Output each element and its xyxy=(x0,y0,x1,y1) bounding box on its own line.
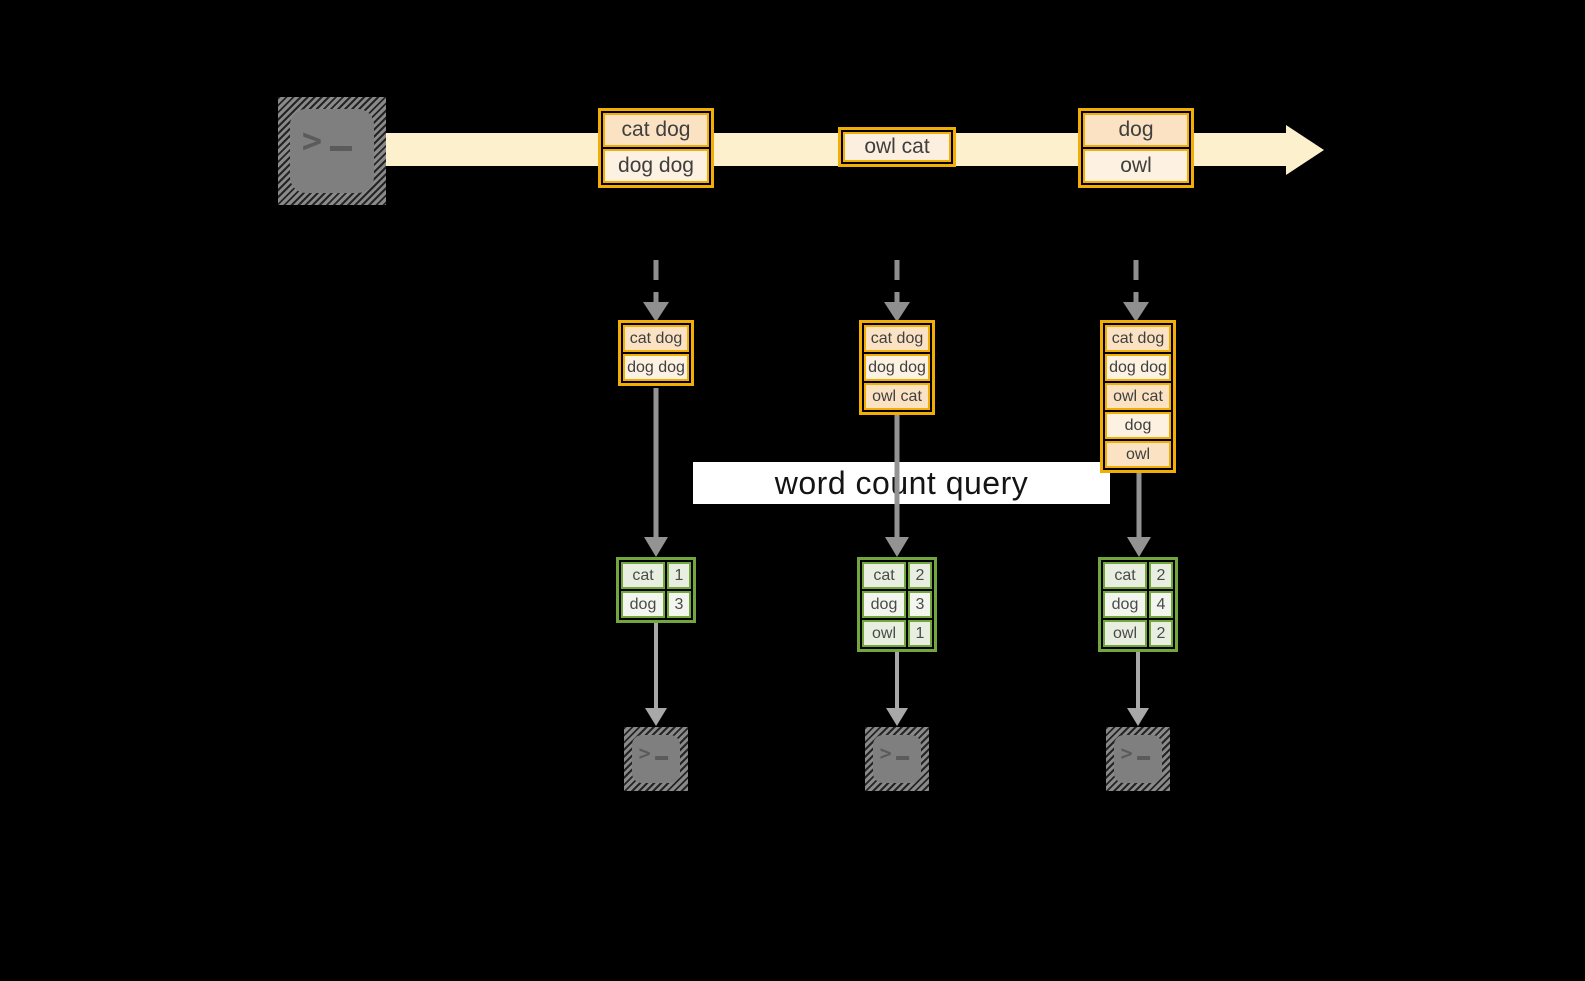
terminal-screen: > xyxy=(873,735,921,783)
arrow-head-icon xyxy=(1123,302,1149,322)
arrow-shaft xyxy=(1133,260,1139,302)
word-cell: cat xyxy=(621,562,665,589)
arrow-shaft xyxy=(894,260,900,302)
arrow-head-icon xyxy=(643,302,669,322)
stream-batch-1: cat dog dog dog xyxy=(598,108,714,188)
state-line: cat dog xyxy=(864,325,930,352)
query-arrow-3 xyxy=(1126,473,1152,557)
result-table-1: cat 1 dog 3 xyxy=(616,557,696,623)
state-line: dog dog xyxy=(864,354,930,381)
arrow-shaft xyxy=(1136,473,1142,537)
word-cell: dog xyxy=(1103,591,1147,618)
prompt-chevron-icon: > xyxy=(879,741,892,765)
stream-batch-line: owl cat xyxy=(843,132,951,162)
state-line: owl cat xyxy=(864,383,930,410)
microbatch-arrow-2 xyxy=(884,260,910,322)
prompt-underscore-icon xyxy=(895,755,909,760)
word-cell: dog xyxy=(621,591,665,618)
arrow-head-icon xyxy=(1127,537,1151,557)
count-cell: 2 xyxy=(1149,620,1173,647)
terminal-prompt-icon: > xyxy=(880,741,909,765)
arrow-shaft xyxy=(653,388,659,537)
stream-batch-3: dog owl xyxy=(1078,108,1194,188)
state-box-3: cat dog dog dog owl cat dog owl xyxy=(1100,320,1176,473)
result-table-3: cat 2 dog 4 owl 2 xyxy=(1098,557,1178,652)
arrow-head-icon xyxy=(645,708,667,726)
count-cell: 2 xyxy=(1149,562,1173,589)
count-cell: 3 xyxy=(667,591,691,618)
stream-batch-line: cat dog xyxy=(603,113,709,147)
count-cell: 2 xyxy=(908,562,932,589)
prompt-underscore-icon xyxy=(1136,755,1150,760)
count-cell: 1 xyxy=(667,562,691,589)
arrow-shaft xyxy=(653,260,659,302)
prompt-chevron-icon: > xyxy=(638,741,651,765)
arrow-head-icon xyxy=(1127,708,1149,726)
sink-terminal-icon-3: > xyxy=(1106,727,1170,791)
arrow-head-icon xyxy=(644,537,668,557)
terminal-prompt-icon: > xyxy=(301,121,353,161)
state-line: owl cat xyxy=(1105,383,1171,410)
arrow-shaft xyxy=(654,623,658,708)
sink-arrow-3 xyxy=(1125,652,1151,726)
terminal-prompt-icon: > xyxy=(1121,741,1150,765)
count-cell: 4 xyxy=(1149,591,1173,618)
prompt-chevron-icon: > xyxy=(301,121,323,161)
sink-arrow-2 xyxy=(884,652,910,726)
microbatch-arrow-3 xyxy=(1123,260,1149,322)
terminal-screen: > xyxy=(1114,735,1162,783)
count-cell: 1 xyxy=(908,620,932,647)
sink-terminal-icon-2: > xyxy=(865,727,929,791)
sink-terminal-icon-1: > xyxy=(624,727,688,791)
terminal-prompt-icon: > xyxy=(639,741,668,765)
state-line: dog dog xyxy=(1105,354,1171,381)
microbatch-arrow-1 xyxy=(643,260,669,322)
result-table-2: cat 2 dog 3 owl 1 xyxy=(857,557,937,652)
stream-batch-line: owl xyxy=(1083,149,1189,183)
arrow-head-icon xyxy=(885,537,909,557)
prompt-underscore-icon xyxy=(654,755,668,760)
stream-batch-2: owl cat xyxy=(838,127,956,167)
word-cell: dog xyxy=(862,591,906,618)
word-cell: owl xyxy=(862,620,906,647)
query-arrow-2 xyxy=(884,415,910,557)
prompt-chevron-icon: > xyxy=(1120,741,1133,765)
arrow-head-icon xyxy=(886,708,908,726)
stream-batch-line: dog dog xyxy=(603,149,709,183)
word-cell: cat xyxy=(1103,562,1147,589)
count-cell: 3 xyxy=(908,591,932,618)
stream-arrow-head-icon xyxy=(1286,125,1324,175)
stream-batch-line: dog xyxy=(1083,113,1189,147)
state-line: owl xyxy=(1105,441,1171,468)
arrow-shaft xyxy=(1136,652,1140,708)
word-cell: owl xyxy=(1103,620,1147,647)
arrow-head-icon xyxy=(884,302,910,322)
arrow-shaft xyxy=(894,415,900,537)
terminal-screen: > xyxy=(290,109,374,193)
sink-arrow-1 xyxy=(643,623,669,726)
word-cell: cat xyxy=(862,562,906,589)
state-box-2: cat dog dog dog owl cat xyxy=(859,320,935,415)
state-box-1: cat dog dog dog xyxy=(618,320,694,386)
source-terminal-icon: > xyxy=(278,97,386,205)
query-label: word count query xyxy=(693,462,1110,504)
arrow-shaft xyxy=(895,652,899,708)
state-line: dog xyxy=(1105,412,1171,439)
terminal-screen: > xyxy=(632,735,680,783)
state-line: cat dog xyxy=(623,325,689,352)
state-line: cat dog xyxy=(1105,325,1171,352)
state-line: dog dog xyxy=(623,354,689,381)
query-arrow-1 xyxy=(643,388,669,557)
prompt-underscore-icon xyxy=(330,145,353,151)
